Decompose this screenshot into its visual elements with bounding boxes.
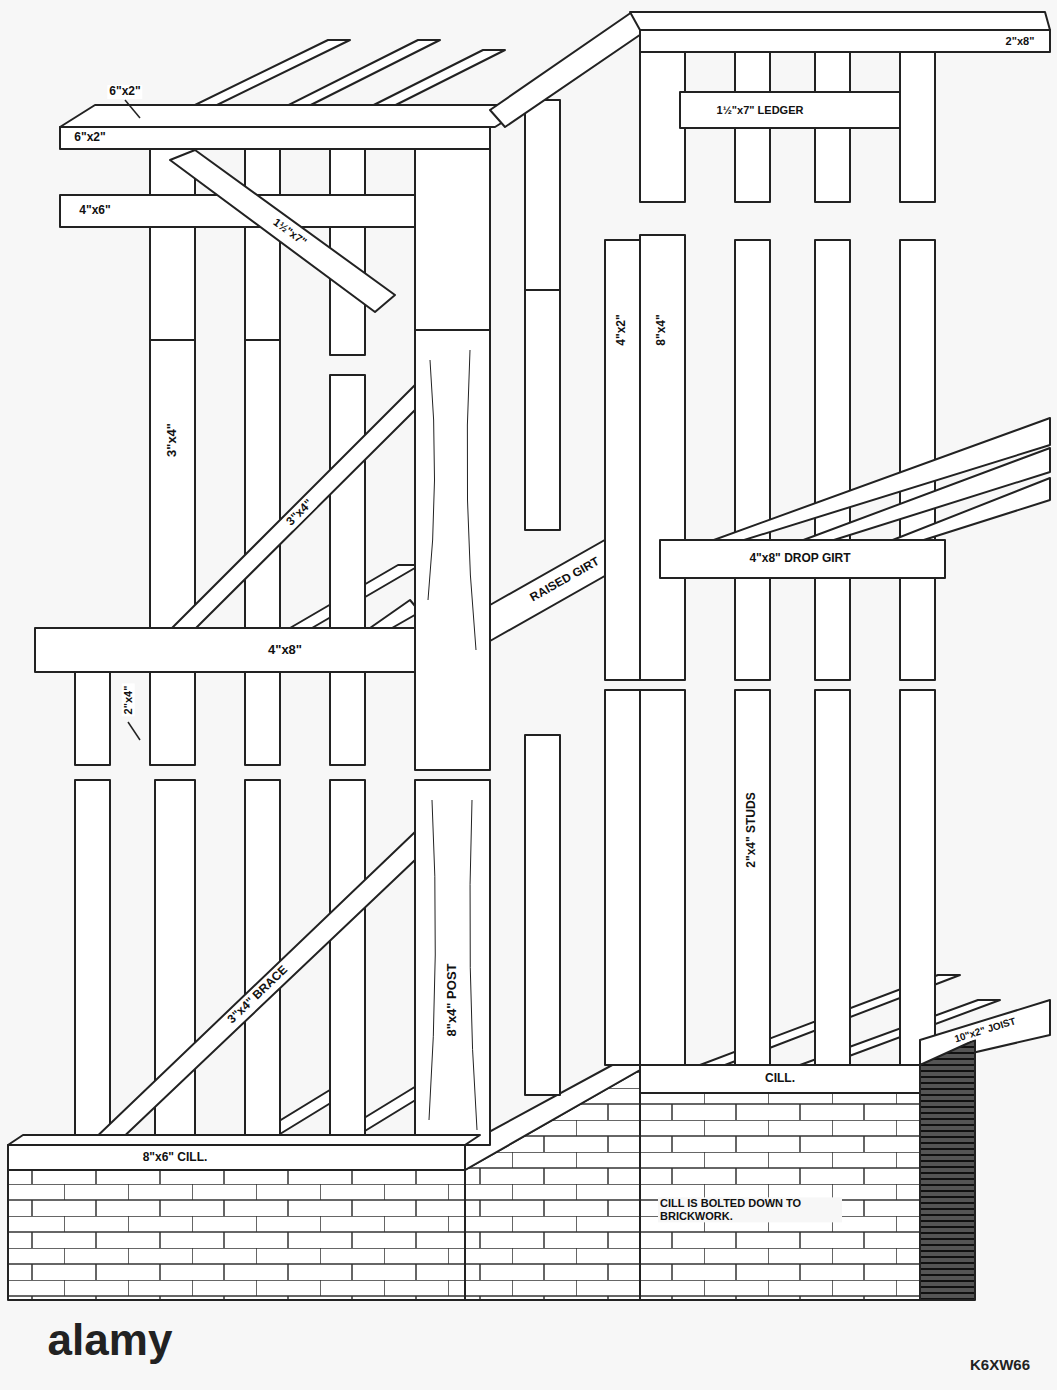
dimension-label: 6"x2": [72, 131, 107, 145]
dimension-label: 4"x8": [266, 643, 304, 658]
part-label: 8"x6" CILL.: [141, 1151, 210, 1165]
dimension-label: 4"x2": [615, 312, 629, 347]
note: CILL IS BOLTED DOWN TO BRICKWORK.: [658, 1197, 842, 1222]
part-label: 8"x4" POST: [445, 961, 460, 1038]
watermark: alamy: [46, 1315, 175, 1366]
part-label: 2"x4" STUDS: [745, 790, 759, 869]
dimension-label: 3"x4": [165, 421, 180, 459]
dimension-label: 1½"x7": [269, 215, 310, 250]
dimension-label: 4"x6": [77, 204, 112, 218]
part-label: RAISED GIRT: [526, 554, 604, 606]
dimension-label: 6"x2": [107, 85, 142, 99]
part-label: 4"x8" DROP GIRT: [747, 552, 852, 566]
part-label: 10"x2" JOIST: [951, 1015, 1019, 1046]
dimension-label: 2"x4": [122, 684, 135, 717]
dimension-label: 3"x4": [283, 496, 318, 531]
part-label: 3"x4" BRACE: [224, 962, 292, 1028]
part-label: CILL.: [763, 1072, 797, 1086]
watermark: K6XW66: [968, 1356, 1032, 1373]
part-label: 1½"x7" LEDGER: [715, 104, 806, 117]
dimension-label: 2"x8": [1004, 35, 1037, 48]
dimension-label: 8"x4": [655, 312, 669, 347]
